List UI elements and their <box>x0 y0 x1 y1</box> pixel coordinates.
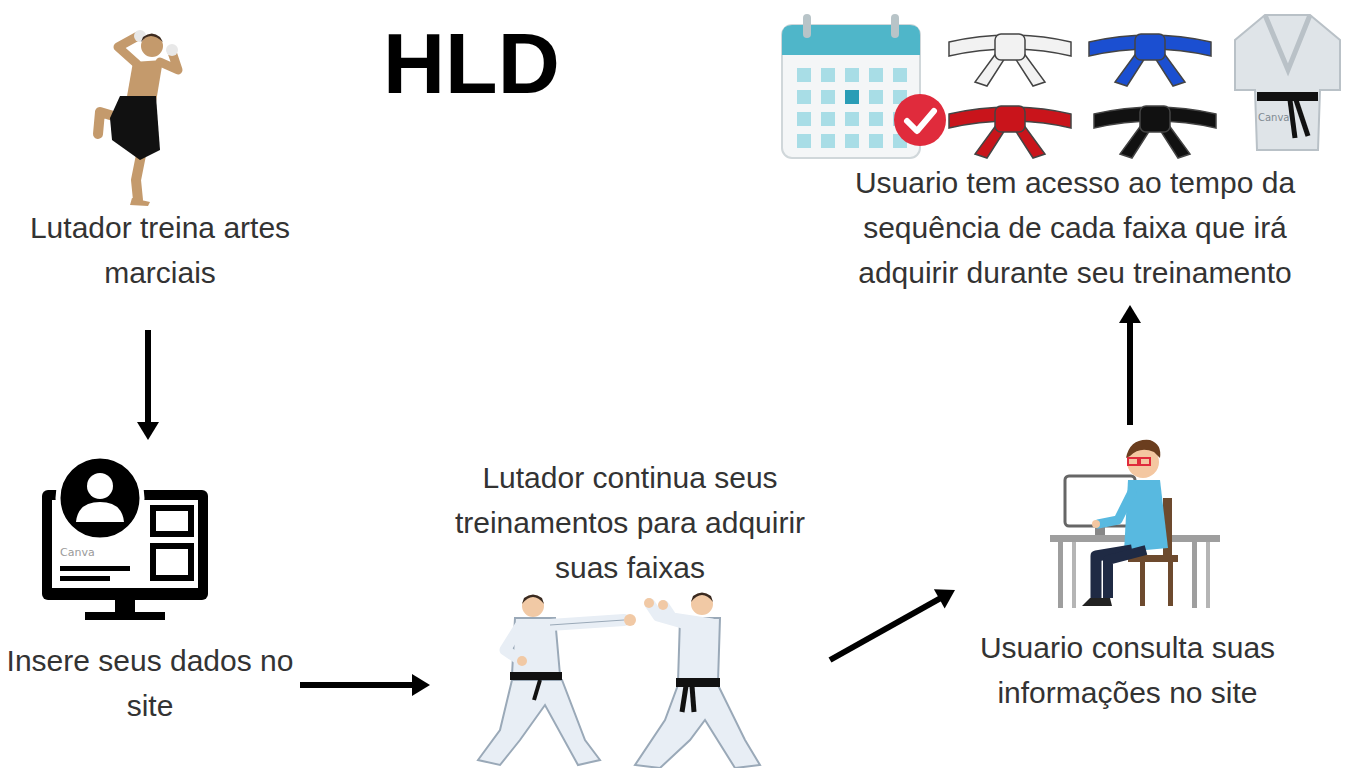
sparring-fighters-part <box>550 620 624 625</box>
profile-monitor-icon-part <box>153 508 191 534</box>
calendar-icon-part <box>845 90 859 104</box>
kickboxer-figure-part <box>110 96 160 160</box>
kimono-icon-part <box>1257 92 1318 101</box>
sparring-fighters-part <box>550 620 624 625</box>
person-at-computer-part <box>1065 476 1135 526</box>
step-caption: Usuario tem acesso ao tempo da sequência… <box>825 160 1325 295</box>
kimono-icon <box>1235 15 1340 150</box>
sparring-fighters-part <box>691 593 713 615</box>
person-at-computer-part <box>1140 458 1150 465</box>
arrow-head <box>1119 305 1141 323</box>
kimono-icon-part <box>1235 15 1340 150</box>
sparring-fighters-part <box>505 626 520 660</box>
kickboxer-figure-part <box>126 60 163 102</box>
arrow-head <box>137 422 159 440</box>
belt-icons-part <box>1089 34 1211 86</box>
sparring-fighters-part <box>644 598 654 608</box>
arrow-head <box>934 589 955 608</box>
person-at-computer-part <box>1128 458 1138 465</box>
kimono-icon-part <box>1290 100 1295 138</box>
sparring-fighters-part <box>682 686 686 712</box>
person-at-computer-part <box>1126 440 1160 458</box>
calendar-icon <box>782 14 946 158</box>
sparring-fighters-part <box>510 672 562 680</box>
arrow-head <box>412 674 430 696</box>
arrow-line <box>300 682 414 688</box>
profile-monitor-icon-part <box>60 566 130 571</box>
sparring-fighters-part <box>478 680 600 765</box>
sparring-fighters-part <box>692 686 694 712</box>
person-at-computer-part <box>1192 542 1197 608</box>
sparring-fighters-part <box>624 614 636 626</box>
profile-monitor-icon-part <box>60 576 110 581</box>
arrow-line <box>145 330 151 424</box>
calendar-icon-part <box>797 68 907 148</box>
sparring-fighters-part <box>635 685 760 768</box>
person-at-computer-part <box>1168 562 1173 606</box>
belt-icons-part <box>949 34 1071 86</box>
profile-monitor-icon <box>42 456 208 620</box>
step-node: Usuario tem acesso ao tempo da sequência… <box>825 10 1325 305</box>
calendar-icon-part <box>894 94 946 146</box>
kickboxer-figure-part <box>141 34 163 43</box>
calendar-icon-part <box>891 14 899 38</box>
kickboxer-figure-part <box>166 44 178 56</box>
watermark-label: Canva <box>1258 112 1290 124</box>
flow-arrow <box>830 589 955 660</box>
calendar-icon-part <box>803 14 811 38</box>
person-at-computer-part <box>1072 542 1076 608</box>
step-node: Insere seus dados no site <box>0 440 300 738</box>
kimono-icon-part <box>1265 15 1310 70</box>
kickboxer-figure <box>98 30 178 206</box>
calendar-icon-part <box>782 25 920 158</box>
sparring-fighters-part <box>522 595 544 617</box>
step-node: Usuario consulta suas informações no sit… <box>955 425 1300 720</box>
kimono-icon-part <box>1296 100 1308 136</box>
sparring-fighters-part <box>534 680 540 700</box>
step-caption: Usuario consulta suas informações no sit… <box>955 625 1300 715</box>
profile-monitor-icon-part <box>76 502 124 522</box>
person-at-computer-part <box>1058 542 1063 608</box>
belt-icons <box>949 34 1216 158</box>
sparring-fighters-part <box>691 593 713 603</box>
person-at-computer-part <box>1140 562 1145 606</box>
person-at-computer-part <box>1092 520 1100 528</box>
diagram-title: HLD <box>383 20 560 106</box>
step-caption: Insere seus dados no site <box>0 638 300 728</box>
step-node: Lutador continua seus treinamentos para … <box>430 455 830 765</box>
flow-arrow <box>1119 305 1141 425</box>
profile-monitor-icon-part <box>87 473 113 499</box>
flow-arrow <box>137 330 159 440</box>
belt-icons-part <box>1094 106 1216 158</box>
arrow-line <box>1127 321 1133 425</box>
profile-monitor-icon-part <box>115 600 135 614</box>
flow-arrow <box>300 674 430 696</box>
kickboxer-figure-part <box>118 36 138 64</box>
watermark-label: Canva <box>60 546 95 559</box>
kickboxer-figure-part <box>130 198 150 206</box>
step-caption: Lutador treina artes marciais <box>0 205 320 295</box>
arrow-line <box>830 598 941 660</box>
person-at-computer-part <box>1098 492 1132 524</box>
profile-monitor-icon-part <box>153 546 191 578</box>
sparring-fighters-part <box>522 595 544 605</box>
sparring-fighters <box>478 593 760 768</box>
profile-monitor-icon-part <box>85 612 165 620</box>
calendar-icon-part <box>907 111 934 131</box>
person-at-computer <box>1050 440 1220 608</box>
person-at-computer-part <box>1082 598 1112 606</box>
profile-monitor-icon-part <box>58 456 142 540</box>
step-node: Lutador treina artes marciais <box>0 25 320 330</box>
person-at-computer-part <box>1206 542 1210 608</box>
belt-icons-part <box>949 106 1071 158</box>
calendar-icon-part <box>782 25 920 55</box>
sparring-fighters-part <box>658 600 668 610</box>
sparring-fighters-part <box>676 678 720 687</box>
person-at-computer-part <box>1108 550 1146 598</box>
sparring-fighters-part <box>517 656 527 666</box>
step-caption: Lutador continua seus treinamentos para … <box>430 455 830 590</box>
